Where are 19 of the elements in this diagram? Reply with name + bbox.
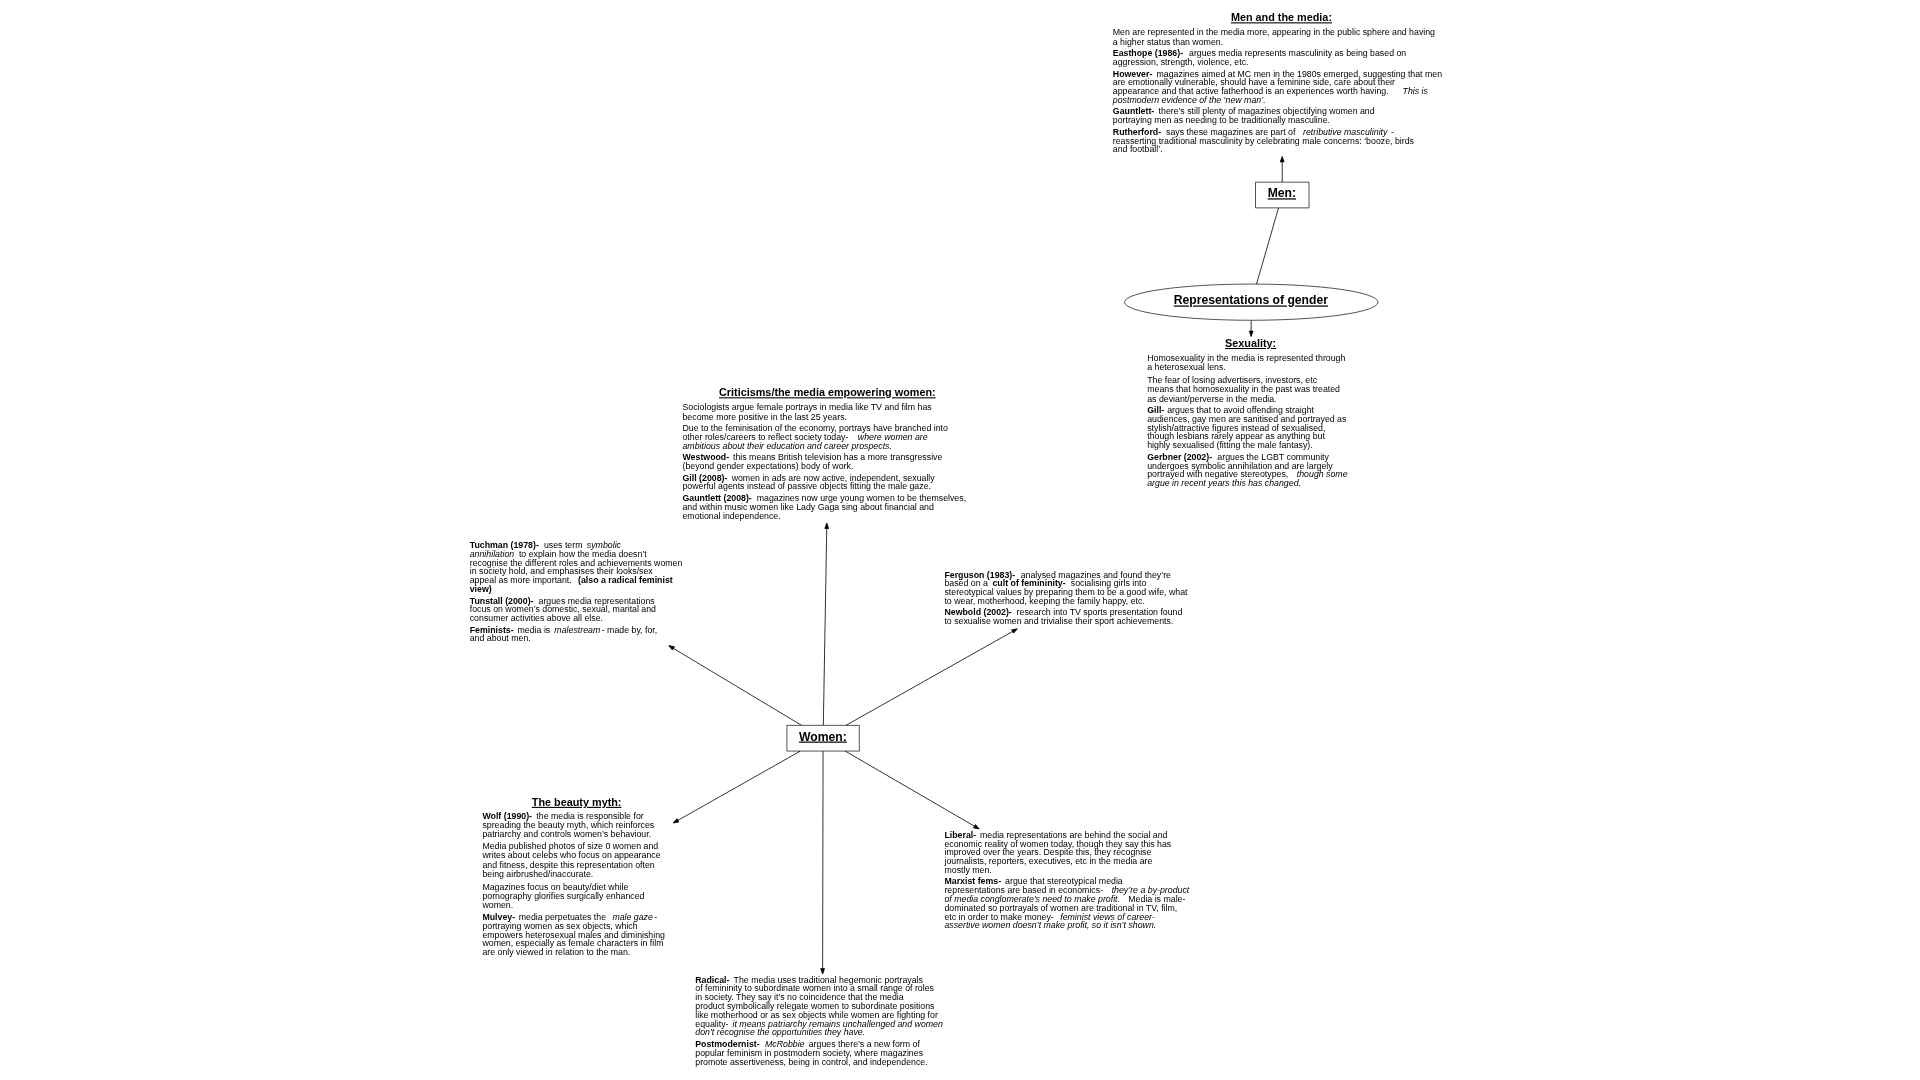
- arrow: [1279, 156, 1284, 183]
- node-text: Men and the media: Men are represented in the media more, appearing in the public sphere and having a higher status than women. Easthope (1986)- argues media represents masculinity as being based on aggression, strength, violence, etc. However- magazines aimed at MC men in the 1980s emerged, suggesting that men are emotionally vulnerable, should have a feminine side, care about their appearance and that active fatherhood is an experiences worth having. This is postmodern evidence of the ‘new man’. Gauntlett- there’s still plenty of magazines objectifying women and portraying men as needing to be traditionally masculine. Rutherford- says these magazines are part of retributive masculinity- reasserting traditional masculinity by celebrating male concerns: ‘booze, birds and football’.: [1112, 11, 1442, 155]
- connector: [1255, 207, 1279, 285]
- node-text: Tuchman (1978)- uses term symbolic annihilation to explain how the media doesn’t recognise the different roles and achievements women in society hold, and emphasises their looks/sex appeal as more important. (also a radical feminist view) Tunstall (2000)- argues media representations focus on women’s domestic, sexual, marital and consumer activities above all else. Feminists- media is malestream- made by, for, and about men.: [469, 540, 682, 644]
- node-text: Criticisms/the media empowering women: Sociologists argue female portrays in media like TV and film has become more positive in the last 25 years. Due to the feminisation of the economy, portrays have branched into other roles/careers to reflect society today- where women are ambitious about their education and career prospects. Westwood- this means British television has a more transgressive (beyond gender expectations) body of work. Gill (2008)- women in ads are now active, independent, sexually powerful agents instead of passive objects fitting the male gaze. Gauntlett (2008)- magazines now urge young women to be themselves, and within music women like Lady Gaga sing about financial and emotional independence.: [681, 386, 966, 521]
- arrow: [845, 628, 1018, 726]
- node-text: Sexuality: Homosexuality in the media is represented through a heterosexual lens. The fear of losing advertisers, investors, etc means that homosexuality in the past was treated as deviant/perverse in the media. Gill- argues that to avoid offending straight audiences, gay men are sanitised and portrayed as stylish/attractive figures instead of sexualised, though lesbians rarely appear as anything but highly sexualised (fitting the male fantasy). Gerbner (2002)- argues the LGBT community undergoes symbolic annihilation and are largely portrayed with negative stereotypes, though some argue in recent years this has changed.: [1146, 336, 1348, 489]
- node-text: Radical- The media uses traditional hegemonic portrayals of femininity to subordinate women into a small range of roles in society. They say it’s no coincidence that the media product symbolically relegate women to subordinate positions like motherhood or as sex objects while women are fighting for equality- it means patriarchy remains unchallenged and women don’t recognise the opportunities they have. Postmodernist- McRobbie argues there’s a new form of popular feminism in postmodern society, where magazines promote assertiveness, being in control, and independence.: [694, 974, 943, 1067]
- node-box: Men:: [1254, 181, 1309, 209]
- node-text: Ferguson (1983)- analysed magazines and found they’re based on a cult of femininity- socialising girls into stereotypical values by preparing them to be a good wife, what to wear, motherhood, keeping the family happy, etc. Newbold (2002)- research into TV sports presentation found to sexualise women and trivialise their sport achievements.: [943, 569, 1188, 627]
- arrow: [1248, 320, 1253, 337]
- node-text: Liberal- media representations are behind the social and economic reality of women today, though they say this has improved over the years. Despite this, they recognise journalists, reporters, executives, etc in the media are mostly men. Marxist fems- argue that stereotypical media representations are based in economics- they’re a by-product of media conglomerate’s need to make profit. Media is male-dominated so portrayals of women are traditional in TV, film, etc in order to make money- feminist views of career-assertive women doesn’t make profit, so it isn’t shown.: [943, 829, 1189, 931]
- arrow: [667, 645, 802, 726]
- arrow: [672, 750, 801, 824]
- arrow: [822, 522, 829, 726]
- arrow: [819, 750, 825, 975]
- node-box: Women:: [786, 725, 860, 752]
- node-text: The beauty myth: Wolf (1990)- the media is responsible for spreading the beauty myth, which reinforces patriarchy and controls women’s behaviour. Media published photos of size 0 women and writes about celebs who focus on appearance and fitness, despite this representation often being airbrushed/inaccurate. Magazines focus on beauty/diet while pornography glorifies surgically enhanced women. Mulvey- media perpetuates the male gaze- portraying women as sex objects, which empowers heterosexual males and diminishing women, especially as female characters in film are only viewed in relation to the man.: [481, 795, 665, 958]
- node-ellipse: Representations of gender: [1123, 283, 1378, 321]
